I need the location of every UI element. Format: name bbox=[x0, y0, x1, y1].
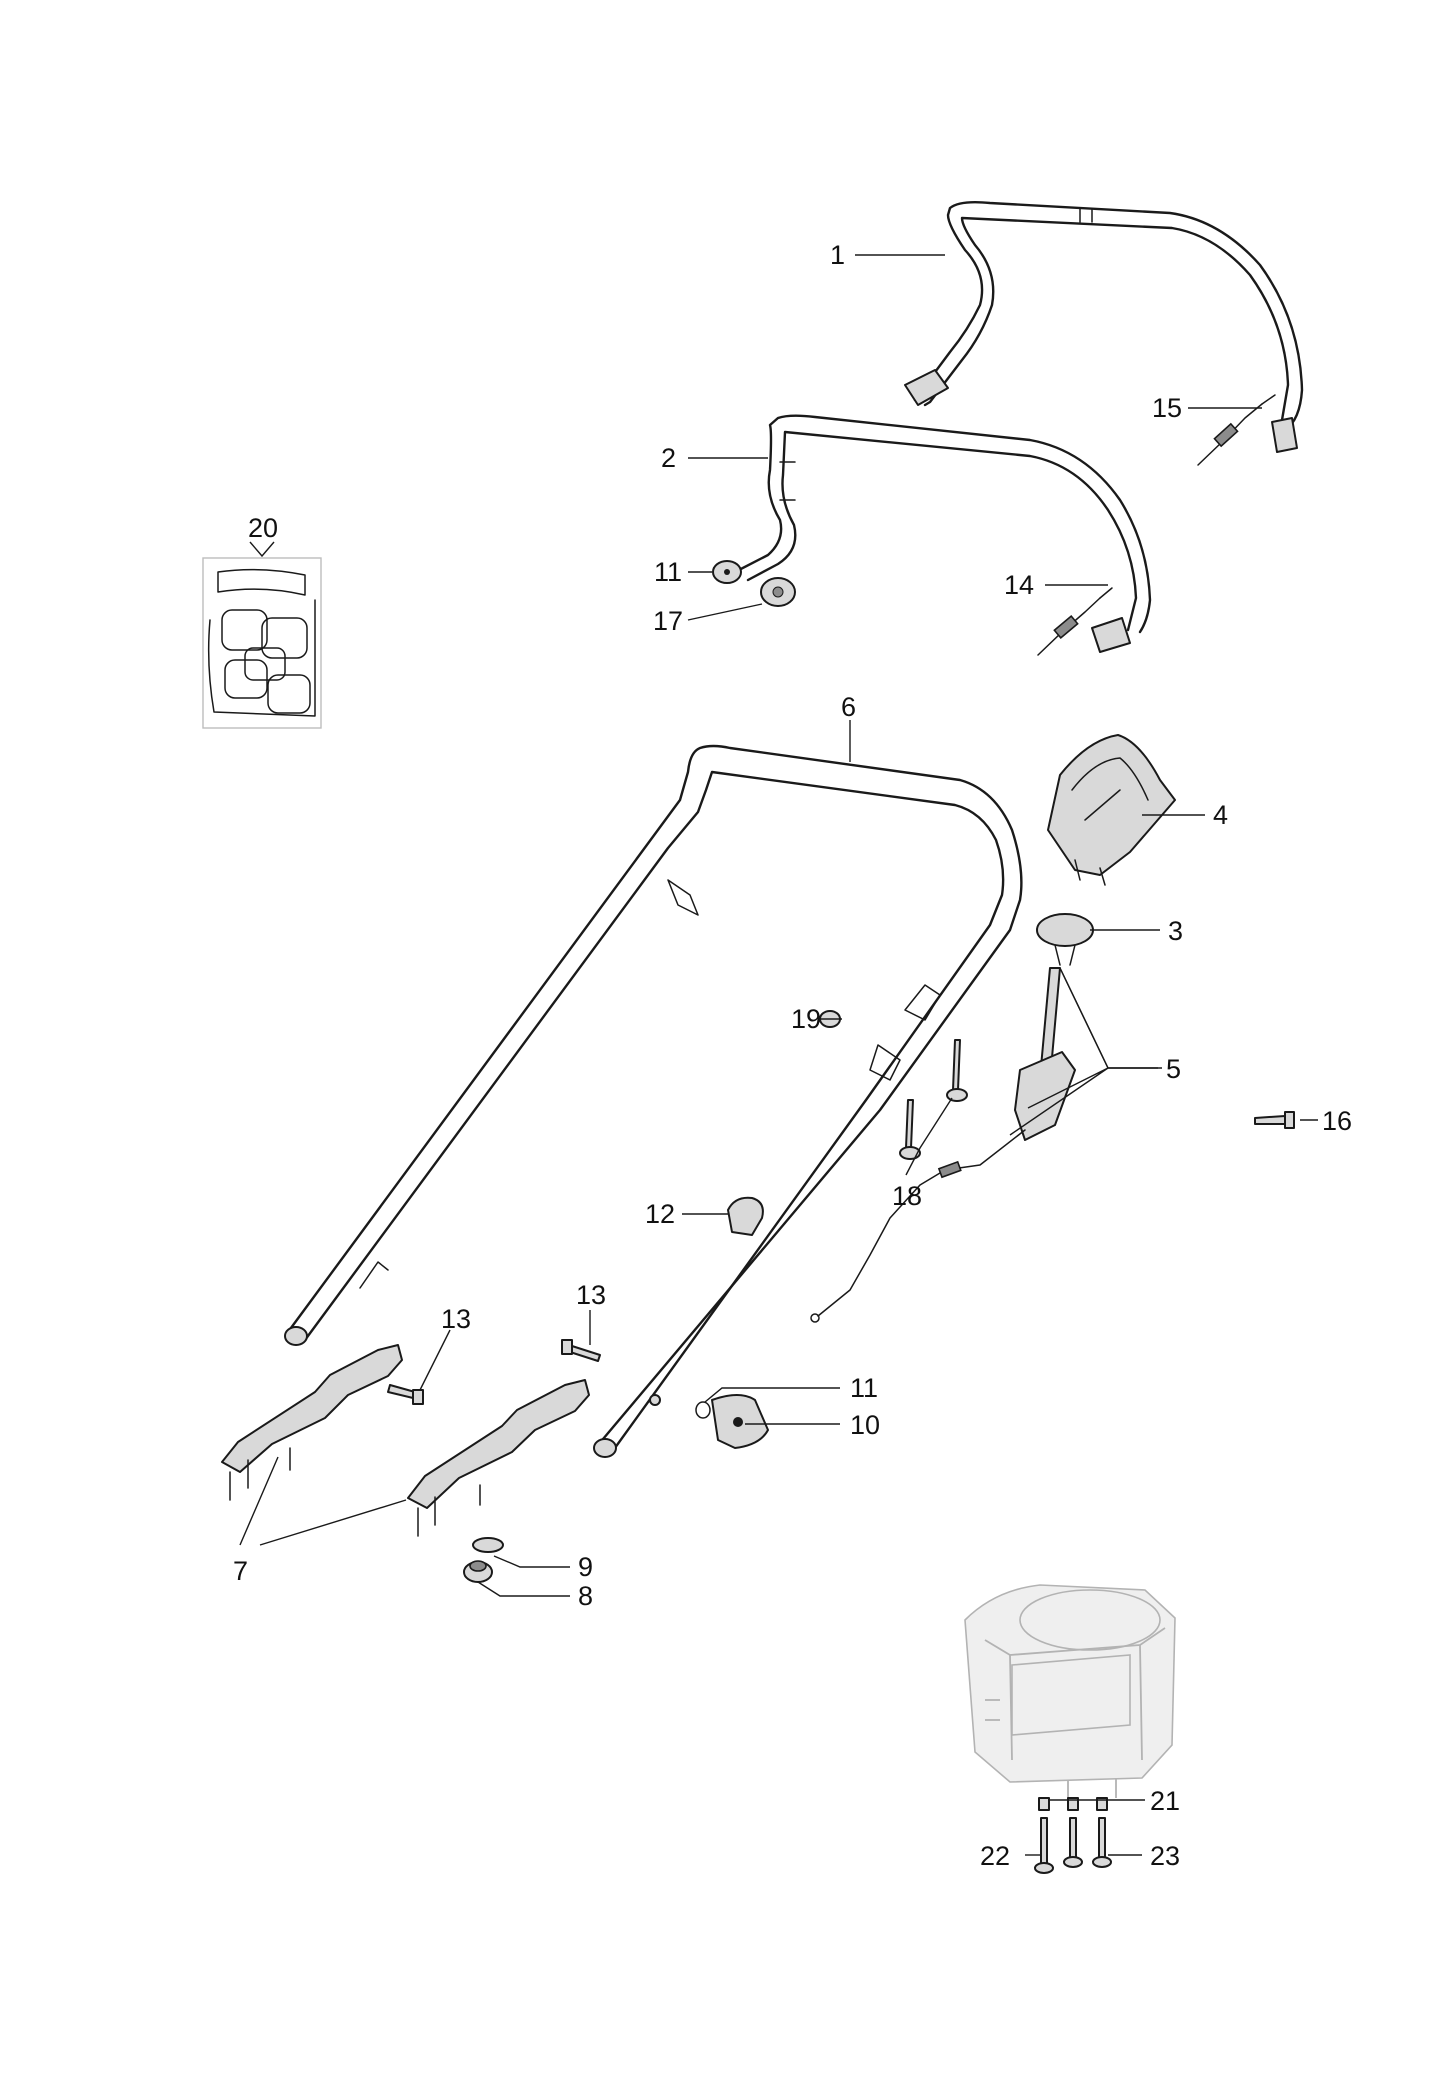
part-21-22-23-bolts[interactable] bbox=[1034, 1797, 1112, 1874]
callout-18: 18 bbox=[892, 1181, 922, 1211]
callout-17: 17 bbox=[653, 606, 683, 636]
callout-15: 15 bbox=[1152, 393, 1182, 423]
callout-6: 6 bbox=[841, 692, 856, 722]
callout-7: 7 bbox=[233, 1556, 248, 1586]
callout-10: 10 bbox=[850, 1410, 880, 1440]
part-17-star-knob[interactable] bbox=[760, 577, 796, 607]
callout-labels: 1 2 11 17 14 15 20 6 4 3 5 16 19 18 12 1… bbox=[233, 240, 1352, 1871]
callout-5: 5 bbox=[1166, 1054, 1181, 1084]
callout-11-lower: 11 bbox=[850, 1373, 878, 1403]
callout-23: 23 bbox=[1150, 1841, 1180, 1871]
part-7-brackets[interactable] bbox=[221, 1344, 590, 1537]
part-16-bolt[interactable] bbox=[1254, 1111, 1295, 1129]
part-11-washer-lower[interactable] bbox=[695, 1401, 711, 1419]
callout-9: 9 bbox=[578, 1552, 593, 1582]
callout-12: 12 bbox=[645, 1199, 675, 1229]
part-20-decal-sheet[interactable] bbox=[202, 557, 322, 729]
part-4-cover[interactable] bbox=[1047, 734, 1176, 886]
callout-16: 16 bbox=[1322, 1106, 1352, 1136]
callout-20: 20 bbox=[248, 513, 278, 543]
part-8-nut[interactable] bbox=[463, 1560, 493, 1583]
part-13-bolts[interactable] bbox=[387, 1339, 601, 1405]
part-10-cap[interactable] bbox=[711, 1394, 769, 1449]
part-2-middle-handle[interactable] bbox=[733, 414, 1152, 653]
callout-11-top: 11 bbox=[654, 557, 682, 587]
callout-1: 1 bbox=[830, 240, 845, 270]
engine-ghost-outline bbox=[964, 1584, 1176, 1800]
callout-2: 2 bbox=[661, 443, 676, 473]
callout-4: 4 bbox=[1213, 800, 1228, 830]
part-14-cable[interactable] bbox=[1037, 587, 1113, 656]
leader-lines bbox=[239, 254, 1318, 1856]
part-3-knob[interactable] bbox=[1036, 913, 1094, 966]
part-9-washer[interactable] bbox=[472, 1537, 504, 1553]
part-15-cable[interactable] bbox=[1197, 394, 1276, 466]
part-12-clip[interactable] bbox=[727, 1196, 764, 1236]
callout-13-right: 13 bbox=[576, 1280, 606, 1310]
part-5-throttle-lever[interactable] bbox=[810, 967, 1076, 1323]
callout-21: 21 bbox=[1150, 1786, 1180, 1816]
callout-13-left: 13 bbox=[441, 1304, 471, 1334]
part-11-washer-top[interactable] bbox=[712, 560, 742, 584]
part-18-screws[interactable] bbox=[899, 1039, 968, 1160]
callout-19: 19 bbox=[791, 1004, 821, 1034]
part-1-upper-handle[interactable] bbox=[904, 200, 1304, 453]
callout-14: 14 bbox=[1004, 570, 1034, 600]
callout-8: 8 bbox=[578, 1581, 593, 1611]
callout-3: 3 bbox=[1168, 916, 1183, 946]
callout-22: 22 bbox=[980, 1841, 1010, 1871]
part-6-lower-handle[interactable] bbox=[284, 744, 1023, 1458]
